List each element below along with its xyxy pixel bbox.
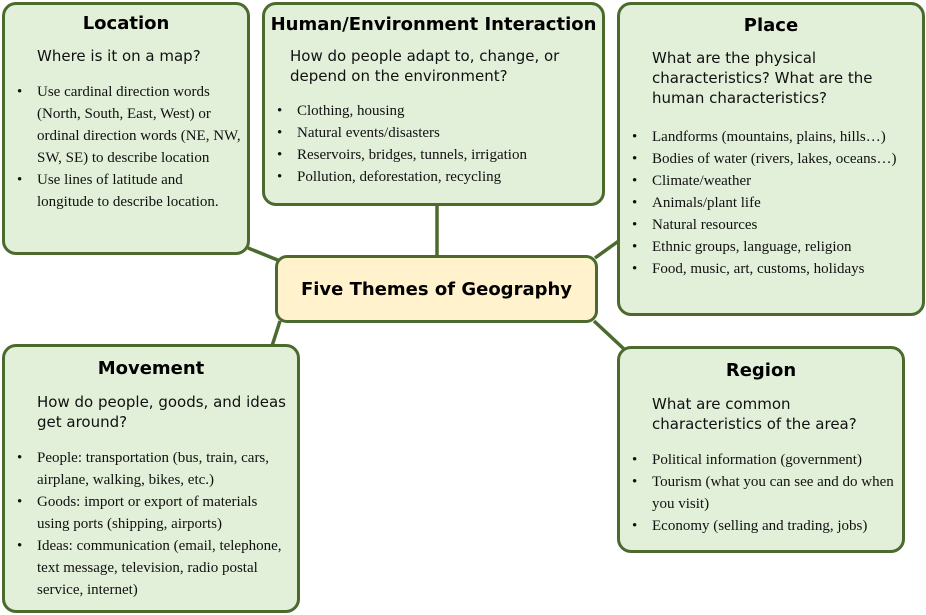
location-list: Use cardinal direction words (North, Sou…: [5, 81, 247, 213]
bullet-item: People: transportation (bus, train, cars…: [5, 447, 297, 491]
bullet-item: Ethnic groups, language, religion: [620, 236, 922, 258]
bullet-item: Bodies of water (rivers, lakes, oceans…): [620, 148, 922, 170]
location-title: Location: [82, 13, 170, 34]
region-box: Region What are common characteristics o…: [617, 346, 905, 553]
place-title: Place: [743, 15, 799, 36]
human-environment-box: Human/Environment Interaction How do peo…: [262, 2, 605, 206]
connector-place: [593, 238, 622, 260]
connector-region: [592, 319, 626, 351]
region-question: What are common characteristics of the a…: [652, 395, 857, 433]
movement-box: Movement How do people, goods, and ideas…: [2, 344, 300, 613]
center-topic: Five Themes of Geography: [275, 255, 598, 323]
bullet-item: Tourism (what you can see and do when yo…: [620, 471, 902, 515]
location-question: Where is it on a map?: [37, 47, 201, 65]
bullet-item: Goods: import or export of materials usi…: [5, 491, 297, 535]
place-question: What are the physical characteristics? W…: [652, 49, 873, 107]
bullet-item: Pollution, deforestation, recycling: [265, 166, 602, 188]
place-list: Landforms (mountains, plains, hills…)Bod…: [620, 126, 922, 280]
human-environment-question: How do people adapt to, change, or depen…: [290, 47, 560, 85]
human-environment-title: Human/Environment Interaction: [270, 14, 597, 35]
bullet-item: Landforms (mountains, plains, hills…): [620, 126, 922, 148]
bullet-item: Use lines of latitude and longitude to d…: [5, 169, 247, 213]
connector-location: [247, 246, 281, 263]
human-environment-list: Clothing, housingNatural events/disaster…: [265, 100, 602, 188]
bullet-item: Natural events/disasters: [265, 122, 602, 144]
movement-question: How do people, goods, and ideas get arou…: [37, 393, 287, 431]
bullet-item: Economy (selling and trading, jobs): [620, 515, 902, 537]
bullet-item: Ideas: communication (email, telephone, …: [5, 535, 297, 601]
bullet-item: Climate/weather: [620, 170, 922, 192]
place-box: Place What are the physical characterist…: [617, 2, 925, 316]
bullet-item: Political information (government): [620, 449, 902, 471]
bullet-item: Use cardinal direction words (North, Sou…: [5, 81, 247, 169]
bullet-item: Food, music, art, customs, holidays: [620, 258, 922, 280]
connector-movement: [270, 320, 282, 347]
bullet-item: Reservoirs, bridges, tunnels, irrigation: [265, 144, 602, 166]
region-title: Region: [725, 360, 797, 381]
bullet-item: Clothing, housing: [265, 100, 602, 122]
movement-list: People: transportation (bus, train, cars…: [5, 447, 297, 601]
region-list: Political information (government)Touris…: [620, 449, 902, 537]
bullet-item: Animals/plant life: [620, 192, 922, 214]
location-box: Location Where is it on a map? Use cardi…: [2, 2, 250, 255]
movement-title: Movement: [97, 358, 205, 379]
bullet-item: Natural resources: [620, 214, 922, 236]
